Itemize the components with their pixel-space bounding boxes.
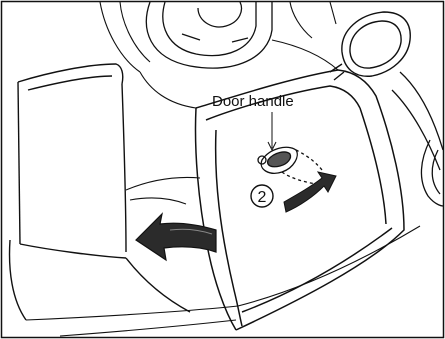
open-door-arrow — [136, 214, 216, 260]
door-handle-label: Door handle — [212, 93, 294, 110]
side-mirror — [330, 12, 410, 80]
door-sill-lines — [26, 178, 420, 337]
steering-wheel — [146, 2, 272, 68]
step-number: 2 — [258, 189, 267, 206]
pull-handle-arrow — [284, 172, 336, 212]
door-handle-graphic — [258, 147, 322, 184]
driver-seat — [10, 64, 190, 320]
